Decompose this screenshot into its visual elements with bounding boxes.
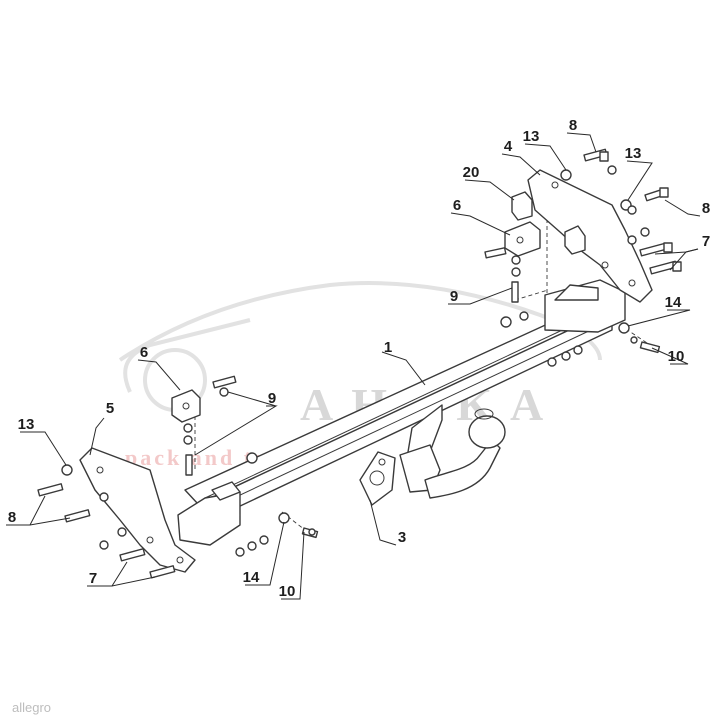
callout-14: 14 <box>665 294 682 311</box>
bolts-and-washers <box>37 148 682 579</box>
callout-9: 9 <box>450 288 458 305</box>
bolt <box>639 341 661 354</box>
part-4-right-side-plate <box>527 169 653 303</box>
bolt <box>149 565 176 579</box>
leader-lines <box>6 132 701 600</box>
callout-4: 4 <box>504 138 513 155</box>
bolt <box>644 187 669 202</box>
callout-13: 13 <box>18 416 35 433</box>
bolt <box>185 454 193 476</box>
callout-8: 8 <box>702 200 710 217</box>
bolt <box>649 260 682 275</box>
part-20-clamp-plates <box>511 191 586 255</box>
callout-14: 14 <box>243 569 260 586</box>
callout-7: 7 <box>89 570 97 587</box>
brand-mark: allegro <box>12 700 51 715</box>
part-6-mounting-block-left <box>171 389 201 423</box>
callout-10: 10 <box>279 583 296 600</box>
callout-8: 8 <box>8 509 16 526</box>
part-3-socket-plate <box>359 451 396 506</box>
callout-9: 9 <box>268 390 276 407</box>
beam-right-end-bracket <box>544 279 626 333</box>
callout-8: 8 <box>569 117 577 134</box>
bolt <box>212 375 237 389</box>
bolt <box>37 483 64 497</box>
tow-ball-assembly <box>399 404 506 499</box>
bolt <box>583 148 609 162</box>
callout-7: 7 <box>702 233 710 250</box>
callout-10: 10 <box>668 348 685 365</box>
part-5-left-side-plate <box>79 447 196 573</box>
bolt <box>639 242 673 257</box>
callout-1: 1 <box>384 339 392 356</box>
callout-6: 6 <box>140 344 148 361</box>
bolt <box>511 281 519 303</box>
bolt <box>64 509 91 523</box>
beam-left-end-bracket <box>177 481 241 546</box>
callout-13: 13 <box>625 145 642 162</box>
callout-5: 5 <box>106 400 114 417</box>
callout-13: 13 <box>523 128 540 145</box>
callout-3: 3 <box>398 529 406 546</box>
bolt <box>484 247 507 259</box>
bolt <box>119 548 146 562</box>
callout-20: 20 <box>463 164 480 181</box>
callout-6: 6 <box>453 197 461 214</box>
part-6-mounting-block-right <box>504 221 541 257</box>
